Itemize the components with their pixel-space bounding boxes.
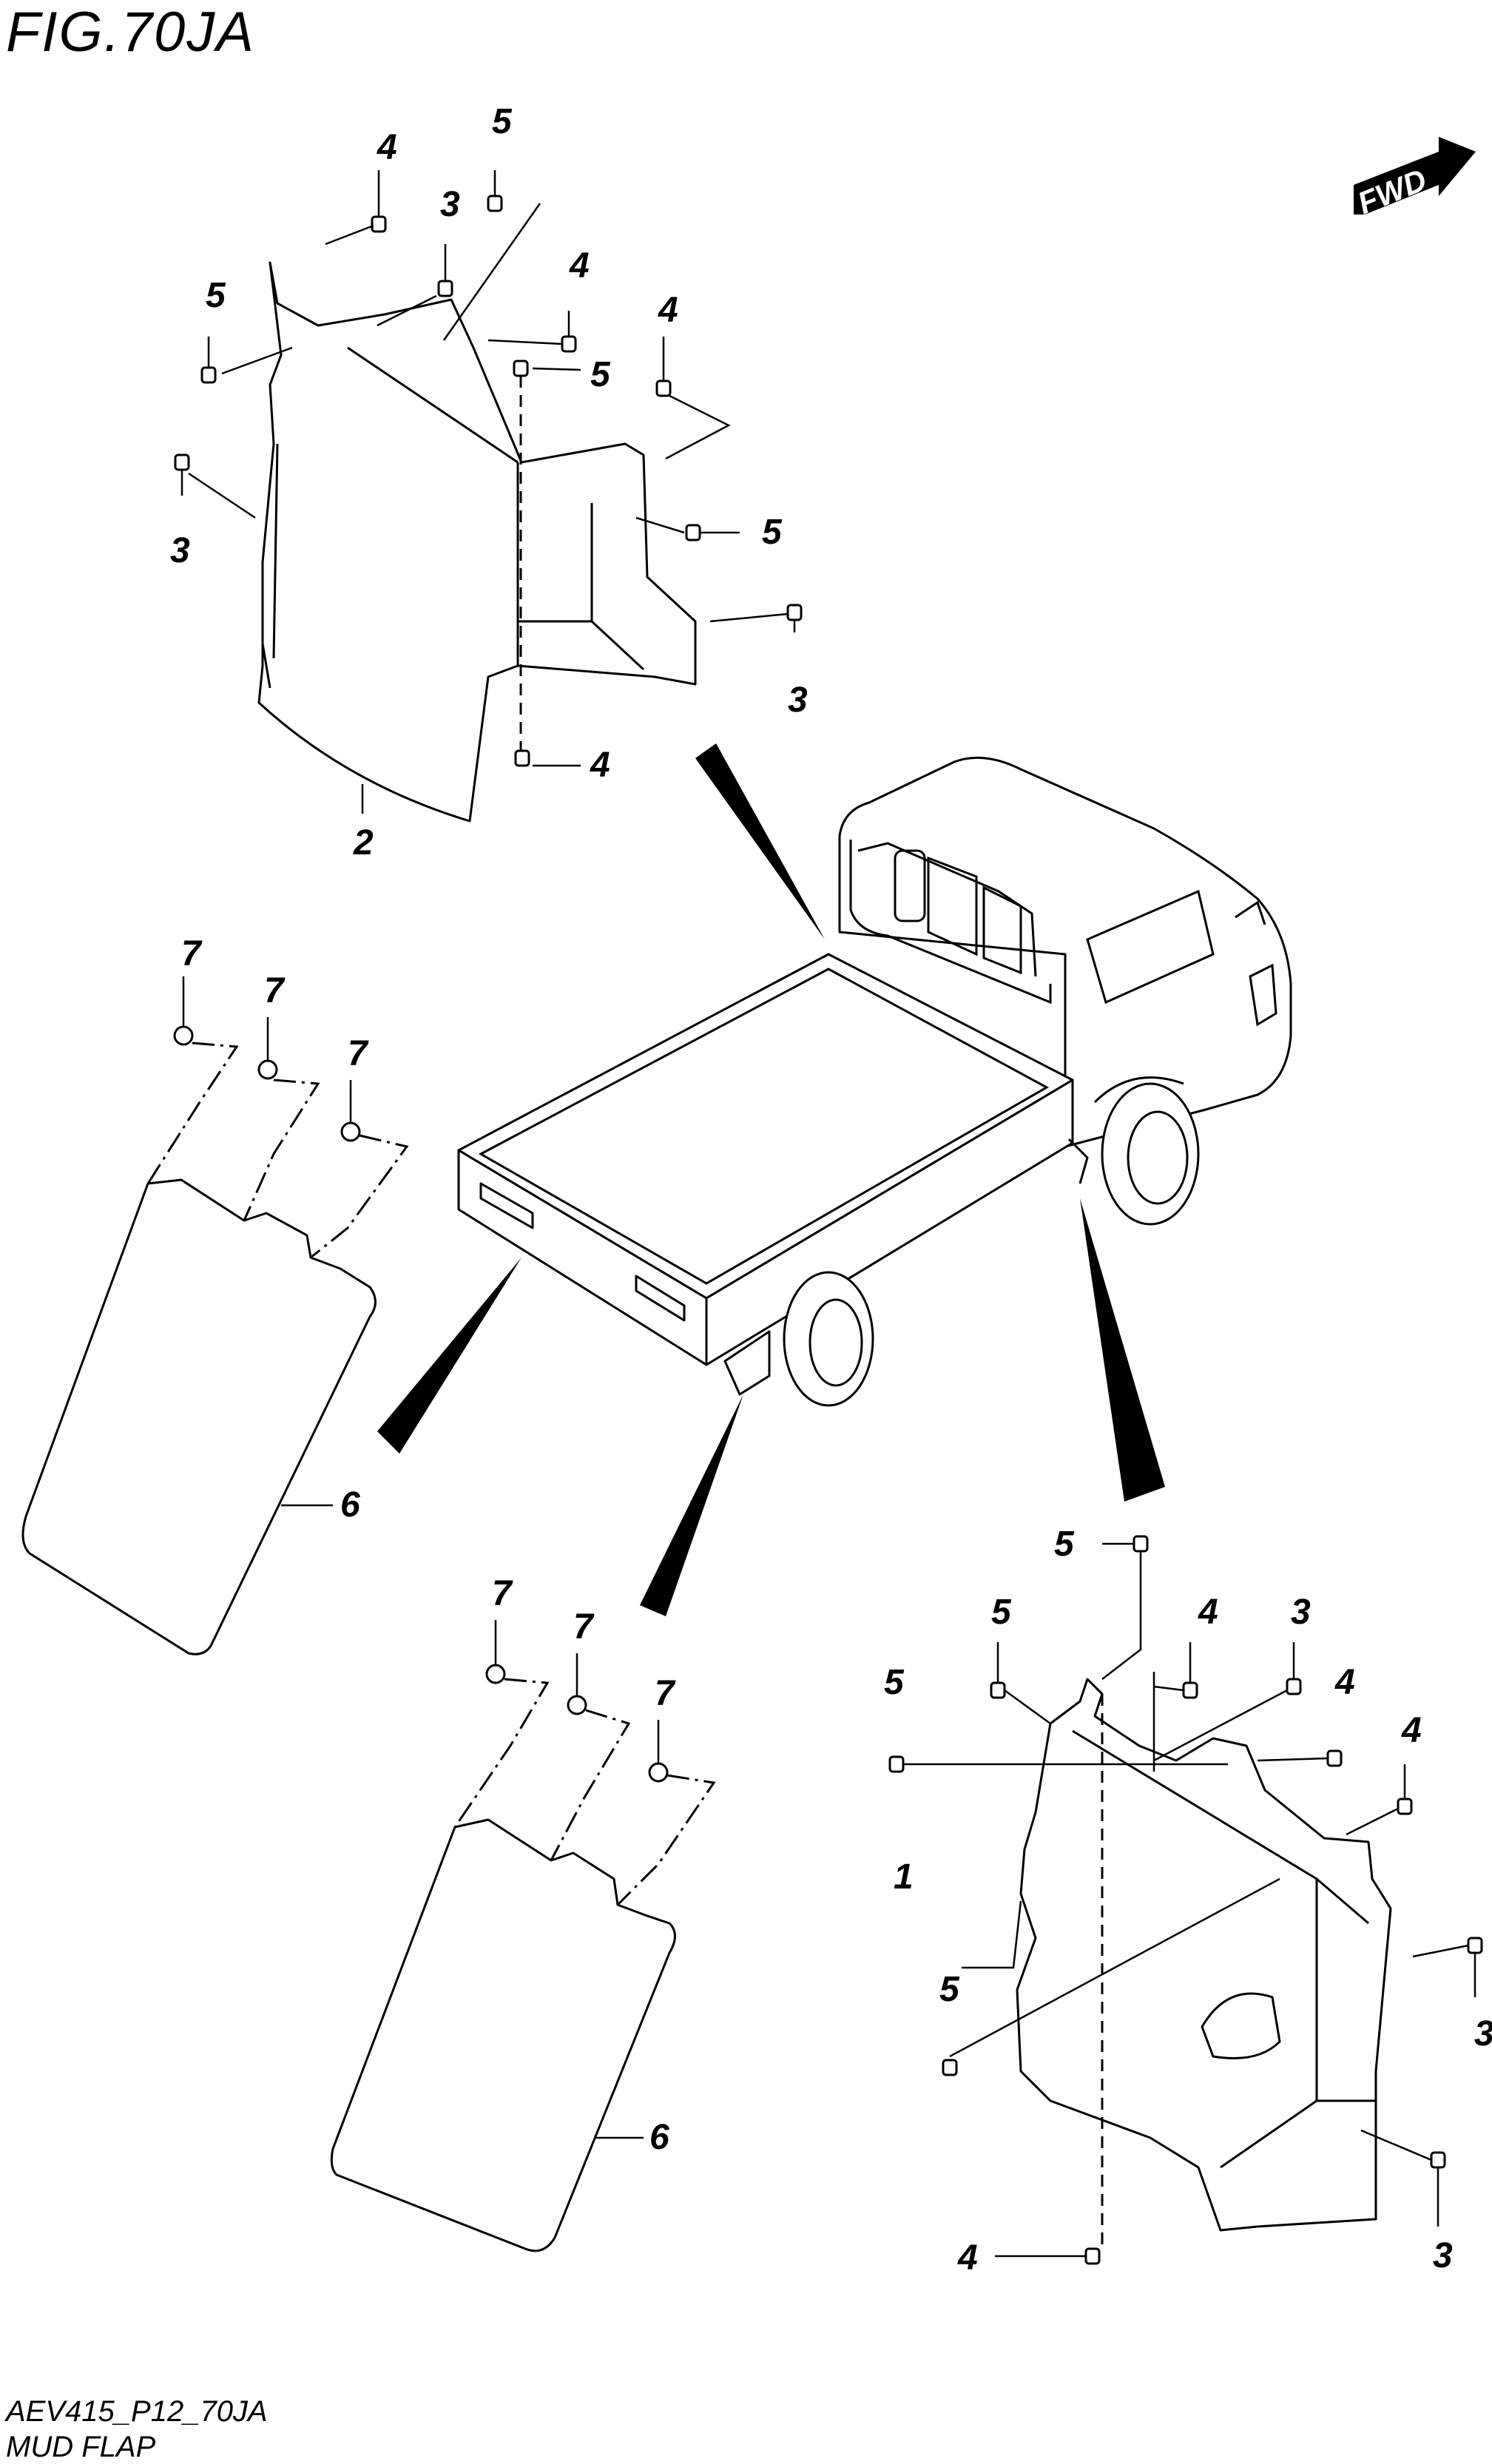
callout-7: 7 bbox=[655, 1674, 676, 1713]
callout-3: 3 bbox=[440, 185, 460, 224]
callout-6: 6 bbox=[340, 1485, 360, 1525]
callout-7: 7 bbox=[348, 1034, 369, 1073]
callout-5: 5 bbox=[762, 513, 783, 552]
callout-5: 5 bbox=[206, 276, 226, 315]
callout-7: 7 bbox=[264, 971, 286, 1010]
callout-3: 3 bbox=[1433, 2236, 1453, 2275]
callout-4: 4 bbox=[377, 128, 397, 167]
callout-5: 5 bbox=[991, 1593, 1012, 1632]
callout-1: 1 bbox=[894, 1857, 914, 1897]
callout-5: 5 bbox=[939, 1970, 960, 2009]
callout-6: 6 bbox=[649, 2118, 669, 2157]
callout-4: 4 bbox=[1198, 1593, 1218, 1632]
fasteners bbox=[146, 170, 1483, 2265]
mud-flap-left bbox=[21, 1178, 377, 1655]
figure-code: AEV415_P12_70JA bbox=[6, 2395, 268, 2428]
callout-4: 4 bbox=[569, 246, 590, 286]
callout-4: 4 bbox=[1401, 1711, 1422, 1750]
callout-4: 4 bbox=[1334, 1663, 1355, 1702]
mud-flap-center bbox=[330, 1818, 676, 2252]
callout-7: 7 bbox=[181, 934, 203, 973]
callout-3: 3 bbox=[1291, 1593, 1311, 1632]
callout-2: 2 bbox=[353, 823, 374, 863]
callout-4: 4 bbox=[590, 746, 610, 785]
callout-numbers: 4 5 3 5 4 4 5 3 5 3 4 2 7 7 7 6 7 7 7 6 … bbox=[170, 102, 1492, 2278]
callout-5: 5 bbox=[1054, 1525, 1075, 1564]
truck-illustration bbox=[457, 756, 1292, 1407]
mud-guard-rear-right bbox=[1016, 1678, 1392, 2232]
mud-guard-rear-left bbox=[257, 261, 697, 823]
callout-3: 3 bbox=[788, 681, 808, 720]
callout-5: 5 bbox=[884, 1663, 905, 1702]
callout-4: 4 bbox=[658, 291, 678, 330]
callout-3: 3 bbox=[170, 531, 190, 570]
pointer-wedges bbox=[377, 743, 1165, 1616]
fwd-arrow-icon: FWD bbox=[1353, 137, 1476, 220]
callout-4: 4 bbox=[957, 2238, 978, 2278]
figure-name: MUD FLAP bbox=[6, 2431, 156, 2463]
callout-3: 3 bbox=[1474, 2014, 1492, 2053]
figure-title: FIG.70JA bbox=[6, 1, 255, 64]
callout-7: 7 bbox=[573, 1607, 595, 1647]
callout-7: 7 bbox=[492, 1574, 513, 1613]
callout-5: 5 bbox=[492, 102, 513, 141]
callout-5: 5 bbox=[590, 355, 611, 394]
